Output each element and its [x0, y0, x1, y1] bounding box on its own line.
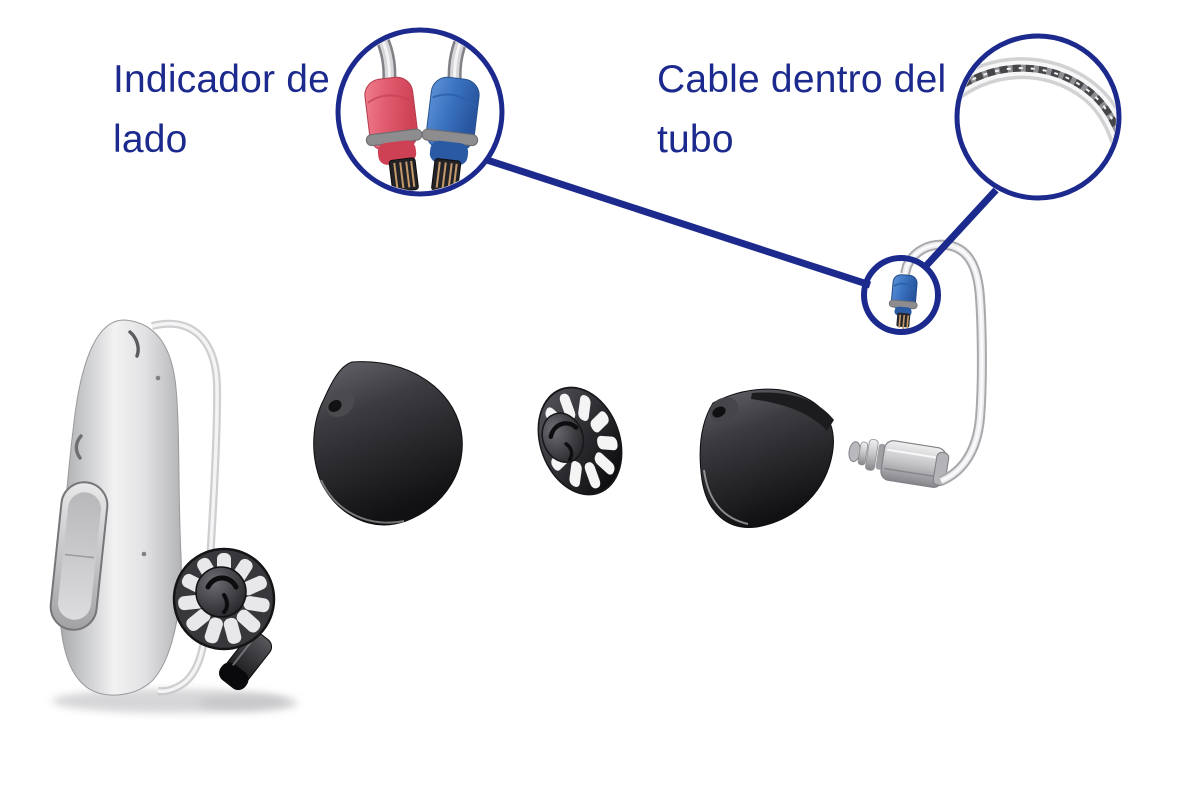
rocker-button — [49, 481, 109, 631]
body-dot-bottom — [141, 551, 147, 557]
leader-line-side-indicator — [485, 156, 872, 289]
closed-dome-tip — [313, 361, 463, 526]
hearing-aid-device — [49, 319, 276, 696]
magnifier-small-circle — [861, 255, 941, 335]
sleeve-tip — [699, 388, 834, 529]
open-dome-tip — [537, 386, 623, 496]
tube-cross-section — [960, 57, 1116, 170]
receiver-tube — [900, 239, 987, 486]
receiver-unit — [848, 438, 950, 488]
attached-open-dome — [172, 547, 276, 651]
cable-in-tube-label: Cable dentro del tubo — [657, 58, 947, 161]
ear-tube-loop — [151, 319, 222, 696]
side-indicator-label: Indicador de lado — [113, 58, 331, 161]
mic-port-mark — [128, 330, 140, 358]
red-connector — [364, 33, 423, 191]
callout-circle-side-indicator — [335, 27, 505, 197]
body-dot-top — [155, 375, 161, 381]
leader-line-cable — [922, 187, 999, 270]
blue-side-connector — [888, 274, 918, 330]
speaker-mark — [74, 434, 83, 460]
device-shadow — [52, 689, 298, 713]
callout-circle-cable — [954, 33, 1122, 201]
